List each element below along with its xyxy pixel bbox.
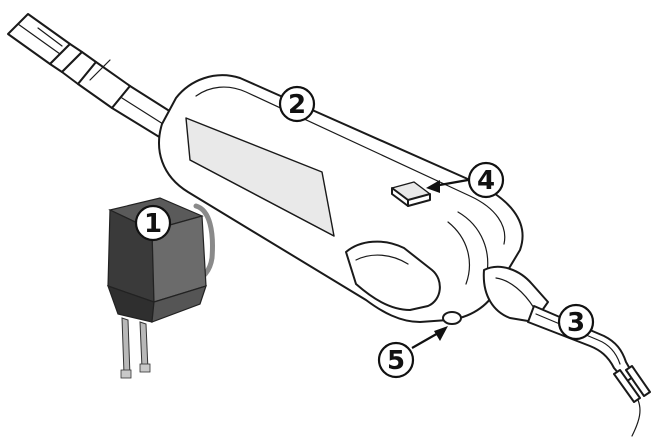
callout-4: 4 [426,161,505,199]
power-button[interactable] [391,181,431,207]
indicator-light [442,311,462,325]
callout-3: 3 [557,303,595,341]
callout-5-arrow [411,331,441,349]
callout-2: 2 [278,85,316,123]
callout-5-label: 5 [387,346,405,376]
callout-1: 1 [134,204,172,242]
charger [107,197,215,379]
callout-3-label: 3 [567,308,585,338]
handpiece [7,13,651,437]
tip [527,305,651,437]
handpiece-body [158,74,524,325]
rear-connector [7,13,131,109]
callout-4-label: 4 [477,166,495,196]
callout-2-label: 2 [288,90,306,120]
callout-5: 5 [377,326,448,379]
callout-1-label: 1 [144,209,162,239]
